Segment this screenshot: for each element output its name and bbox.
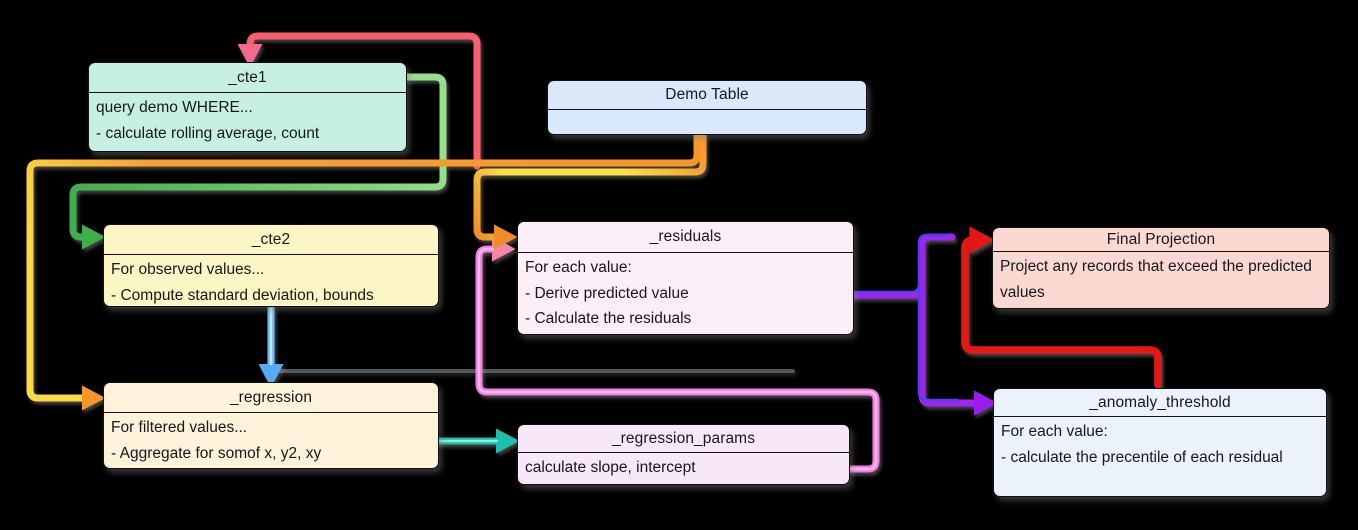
node-regression: _regression For filtered values... - Agg… [103, 382, 439, 469]
node-anomaly-threshold: _anomaly_threshold For each value: - cal… [993, 388, 1327, 497]
node-anomaly-threshold-body: For each value: - calculate the precenti… [994, 417, 1326, 496]
node-regression-params-body: calculate slope, intercept [518, 453, 849, 484]
node-residuals-title: _residuals [518, 222, 853, 253]
node-final-projection: Final Projection Project any records tha… [992, 227, 1330, 309]
node-cte1-body: query demo WHERE... - calculate rolling … [89, 93, 406, 151]
node-demo-table: Demo Table [547, 80, 867, 135]
arrow-anomaly-threshold-to-final-projection [961, 226, 1162, 389]
node-regression-params-line: calculate slope, intercept [525, 459, 696, 476]
arrow-demo-to-regression [26, 129, 701, 411]
node-residuals-line: For each value: [525, 259, 632, 276]
node-cte2-line: For observed values... [111, 261, 265, 278]
node-cte2-line: - Compute standard deviation, bounds [111, 286, 374, 304]
node-final-projection-title: Final Projection [993, 228, 1329, 252]
node-demo-table-body [548, 110, 866, 134]
arrow-residuals-to-anomaly-threshold [918, 287, 998, 416]
node-residuals-line: - Derive predicted value [525, 284, 689, 302]
node-anomaly-threshold-title: _anomaly_threshold [994, 389, 1326, 417]
node-cte2-body: For observed values... - Compute standar… [104, 255, 438, 306]
node-cte2: _cte2 For observed values... - Compute s… [103, 224, 439, 307]
arrow-residuals-to-final-projection [848, 233, 956, 299]
arrow-demo-to-residuals [473, 132, 707, 250]
node-anomaly-threshold-line: For each value: [1001, 423, 1108, 440]
node-regression-title: _regression [104, 383, 438, 413]
node-regression-line: For filtered values... [111, 419, 248, 436]
node-residuals-body: For each value: - Derive predicted value… [518, 253, 853, 334]
node-anomaly-threshold-line: - calculate the precentile of each resid… [1001, 448, 1283, 466]
arrow-residuals-blue-accent-top [847, 233, 950, 294]
arrow-residuals-blue-accent-bottom [917, 288, 960, 402]
node-cte1-line: - calculate rolling average, count [96, 124, 320, 142]
node-cte2-title: _cte2 [104, 225, 438, 255]
node-cte1-line: query demo WHERE... [96, 99, 253, 116]
node-regression-params-title: _regression_params [518, 425, 849, 453]
node-cte1: _cte1 query demo WHERE... - calculate ro… [88, 62, 407, 152]
node-residuals-line: - Calculate the residuals [525, 310, 692, 327]
node-regression-params: _regression_params calculate slope, inte… [517, 424, 850, 485]
node-regression-line: - Aggregate for somof x, y2, xy [111, 444, 322, 462]
node-final-projection-body: Project any records that exceed the pred… [993, 252, 1329, 308]
arrow-regression-params-to-residuals-highlight [477, 247, 878, 471]
arrow-cte1-to-cte2 [69, 73, 447, 250]
node-demo-table-title: Demo Table [548, 81, 866, 110]
node-final-projection-line: Project any records that exceed the pred… [1000, 258, 1312, 301]
node-residuals: _residuals For each value: - Derive pred… [517, 221, 854, 335]
arrow-into-cte1 [237, 32, 481, 170]
node-cte1-title: _cte1 [89, 63, 406, 93]
node-regression-body: For filtered values... - Aggregate for s… [104, 413, 438, 468]
